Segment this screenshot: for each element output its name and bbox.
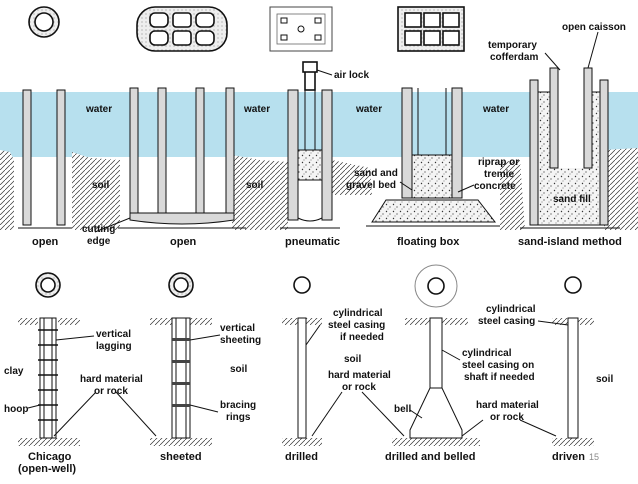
label-cyl-shaft-3: shaft if needed: [464, 372, 535, 383]
label-cyl-needed-1: cylindrical: [333, 308, 383, 319]
label-hard-mid-1: hard material: [328, 370, 391, 381]
caisson-sand-island: [520, 67, 620, 229]
label-air-lock: air lock: [334, 70, 369, 81]
pier-driven: [567, 317, 579, 439]
label-vertical-sheeting-1: vertical: [220, 323, 255, 334]
caption-chicago-2: (open-well): [18, 463, 76, 475]
label-hard-mid-2: or rock: [342, 382, 376, 393]
label-soil-sheeted: soil: [230, 364, 247, 375]
plan-floating-box: [397, 6, 465, 52]
label-hard-left-2: or rock: [94, 386, 128, 397]
top-leader-lines: [94, 31, 599, 233]
pier-drilled-belled: [409, 317, 463, 439]
label-bell: bell: [394, 404, 411, 415]
label-cyl-shaft-2: steel casing on: [462, 360, 534, 371]
label-sand-gravel-1: sand and: [354, 168, 398, 179]
label-riprap-3: concrete: [474, 181, 516, 192]
caisson-open-single: [18, 89, 72, 229]
pier-sheeted: [171, 317, 191, 439]
label-clay: clay: [4, 366, 24, 377]
label-vertical-lagging-1: vertical: [96, 329, 131, 340]
label-sand-fill: sand fill: [553, 194, 591, 205]
caption-driven: driven: [552, 451, 585, 463]
label-water-4: water: [482, 104, 509, 115]
air-lock-shaft: [304, 69, 316, 91]
label-soil-driven: soil: [596, 374, 613, 385]
label-cofferdam-1: temporary: [488, 40, 537, 51]
label-hard-right-1: hard material: [476, 400, 539, 411]
caption-drilled: drilled: [285, 451, 318, 463]
label-cyl-needed-2: steel casing: [328, 320, 385, 331]
bottom-leader-lines: [27, 320, 569, 437]
caption-drilled-belled: drilled and belled: [385, 451, 475, 463]
pier-chicago: [38, 317, 58, 439]
pier-drilled: [297, 317, 307, 439]
caisson-floating-box: [366, 87, 500, 227]
label-bracing-2: rings: [226, 412, 251, 423]
bottom-row-piers: vertical lagging clay hoop hard material…: [4, 264, 613, 475]
caption-sand-island: sand-island method: [518, 236, 622, 248]
air-lock-chamber: [302, 61, 318, 73]
label-cyl-driven-1: cylindrical: [486, 304, 536, 315]
label-soil-drilled: soil: [344, 354, 361, 365]
label-sand-gravel-2: gravel bed: [346, 180, 396, 191]
label-cyl-needed-3: if needed: [340, 332, 384, 343]
label-vertical-sheeting-2: sheeting: [220, 335, 261, 346]
label-open-caisson: open caisson: [562, 22, 626, 33]
caption-open-1: open: [32, 236, 59, 248]
label-bracing-1: bracing: [220, 400, 256, 411]
label-hoop: hoop: [4, 404, 28, 415]
caisson-pneumatic: [280, 61, 340, 229]
bottom-ground: [18, 318, 594, 446]
caisson-open-multicell: [118, 87, 246, 229]
label-riprap-2: tremie: [484, 169, 514, 180]
plan-multi-cell: [136, 6, 228, 52]
label-cutting-edge-2: edge: [87, 236, 111, 247]
riprap-bed: [371, 199, 497, 223]
page-number: 15: [589, 452, 599, 462]
label-water-3: water: [355, 104, 382, 115]
caption-sheeted: sheeted: [160, 451, 202, 463]
label-cofferdam-2: cofferdam: [490, 52, 538, 63]
label-hard-left-1: hard material: [80, 374, 143, 385]
caption-floating-box: floating box: [397, 236, 460, 248]
label-riprap-1: riprap or: [478, 157, 519, 168]
top-row-caissons: water water water water soil soil cuttin…: [0, 6, 638, 248]
caption-chicago-1: Chicago: [28, 451, 72, 463]
label-water-2: water: [243, 104, 270, 115]
label-hard-right-2: or rock: [490, 412, 524, 423]
bottom-plan-views: [35, 264, 582, 308]
label-vertical-lagging-2: lagging: [96, 341, 132, 352]
plan-views: [28, 6, 465, 52]
label-cutting-edge-1: cutting: [82, 224, 115, 235]
plan-pneumatic: [269, 6, 333, 52]
caption-open-2: open: [170, 236, 197, 248]
label-cyl-shaft-1: cylindrical: [462, 348, 512, 359]
caption-pneumatic: pneumatic: [285, 236, 340, 248]
label-water-1: water: [85, 104, 112, 115]
label-soil-1: soil: [92, 180, 109, 191]
top-ground: [0, 148, 638, 230]
label-soil-2: soil: [246, 180, 263, 191]
label-cyl-driven-2: steel casing: [478, 316, 535, 327]
plan-circle-open: [28, 6, 60, 38]
